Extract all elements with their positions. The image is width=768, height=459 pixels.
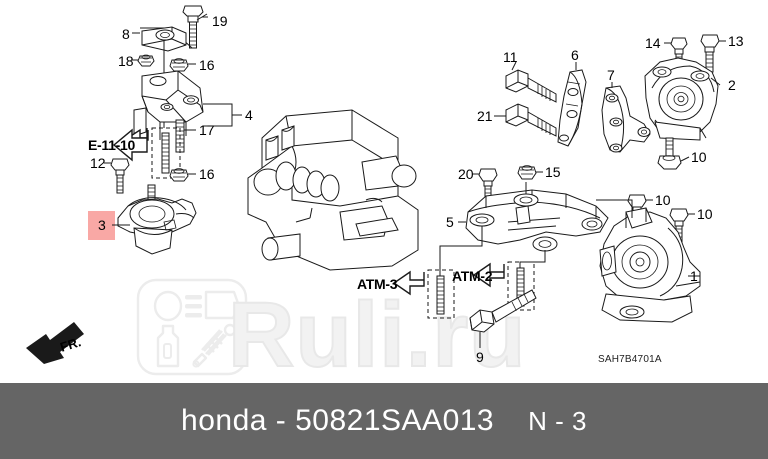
- callout-19: 19: [212, 13, 228, 29]
- part-engine-block: [248, 110, 418, 270]
- callout-7: 7: [607, 67, 615, 83]
- dashed-group-atm3: [428, 270, 454, 318]
- part-bracket-7: [602, 86, 650, 152]
- drawing-code: SAH7B4701A: [598, 354, 662, 365]
- part-beam-5: [466, 190, 608, 251]
- callout-4: 4: [245, 107, 253, 123]
- fr-direction-arrow-icon: [26, 322, 84, 364]
- callout-18: 18: [118, 53, 134, 69]
- part-stud-atm3: [437, 276, 444, 314]
- callout-6: 6: [571, 47, 579, 63]
- callout-3-leader: [112, 224, 130, 226]
- reference-label-atm-3[interactable]: ATM-3: [357, 276, 398, 292]
- callout-16-upper: 16: [199, 57, 215, 73]
- callout-1: 1: [690, 268, 698, 284]
- dashed-group-atm2: [508, 262, 534, 310]
- dashed-group-e11: [152, 128, 180, 178]
- part-bolt-13: [701, 35, 719, 72]
- part-bracket-4: [134, 71, 203, 140]
- part-bracket-8: [142, 27, 186, 51]
- part-bolt-19: [183, 6, 208, 48]
- page-reference: N - 3: [528, 406, 587, 436]
- reference-label-atm-2[interactable]: ATM-2: [452, 268, 493, 284]
- caption-bar: honda - 50821SAA013 N - 3: [0, 383, 768, 459]
- callout-8: 8: [122, 26, 130, 42]
- diagram-canvas: Ruli.ru: [26, 0, 768, 383]
- part-bolt-9: [470, 290, 536, 332]
- part-nut-16-upper: [170, 59, 188, 71]
- atm-3-arrow-icon: [394, 272, 424, 294]
- callout-16-lower: 16: [199, 166, 215, 182]
- part-nut-15: [518, 166, 536, 179]
- callout-12: 12: [90, 155, 106, 171]
- callout-9: 9: [476, 349, 484, 365]
- part-mount-1: [600, 208, 700, 322]
- part-bracket-6: [558, 70, 586, 146]
- callout-2: 2: [728, 77, 736, 93]
- part-bolt-12: [111, 159, 129, 193]
- atm-2-arrow-icon: [474, 264, 504, 286]
- part-bolt-10-a: [658, 138, 681, 169]
- callout-14: 14: [645, 35, 661, 51]
- callout-10-b: 10: [655, 192, 671, 208]
- callout-5: 5: [446, 214, 454, 230]
- part-stud-inner: [162, 133, 169, 173]
- callout-3-highlighted[interactable]: 3: [88, 211, 115, 240]
- callout-21: 21: [477, 108, 493, 124]
- part-nut-18: [138, 55, 154, 66]
- exploded-parts-drawing: [26, 0, 768, 364]
- brand-part-number: honda - 50821SAA013: [181, 404, 495, 437]
- part-engine-mount-3: [118, 185, 196, 254]
- reference-label-e-11-10[interactable]: E-11-10: [88, 137, 135, 153]
- callout-10-c: 10: [697, 206, 713, 222]
- part-nut-16-lower: [170, 169, 188, 181]
- part-bolt-11: [506, 70, 556, 102]
- callout-13: 13: [728, 33, 744, 49]
- callout-17: 17: [199, 122, 215, 138]
- part-mount-2: [645, 58, 718, 140]
- callout-20: 20: [458, 166, 474, 182]
- callout-15: 15: [545, 164, 561, 180]
- part-bolt-21: [506, 104, 556, 136]
- callout-10-a: 10: [691, 149, 707, 165]
- callout-11: 11: [503, 49, 518, 65]
